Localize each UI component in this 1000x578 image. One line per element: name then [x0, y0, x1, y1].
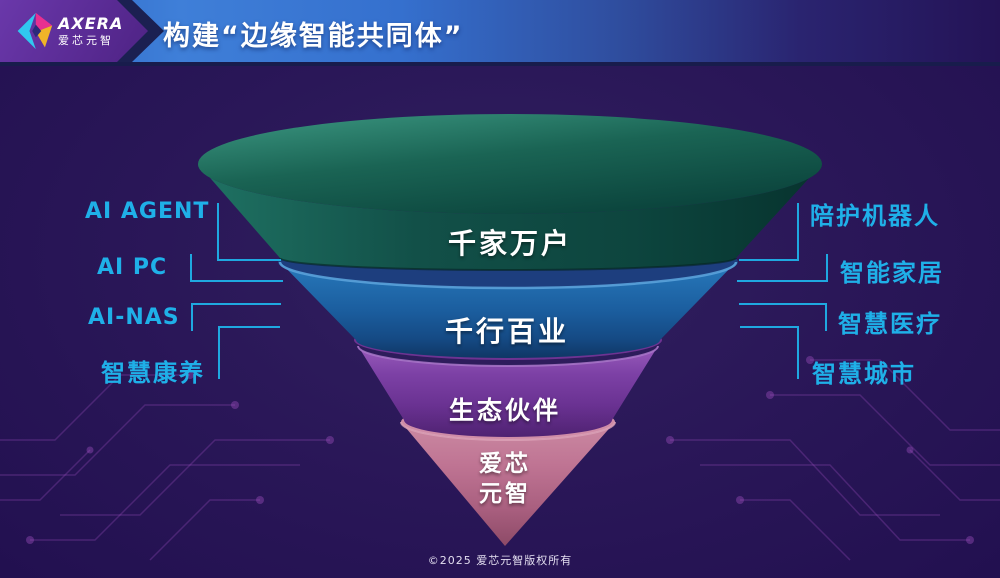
funnel-layer1-skirt	[198, 164, 822, 270]
connector-right-4	[740, 326, 799, 379]
header-underline	[0, 62, 1000, 66]
left-label-ai-agent: AI AGENT	[85, 199, 210, 224]
funnel-layer4-cone	[401, 422, 615, 546]
funnel-layer4-label-line1: 爱芯	[479, 451, 531, 477]
right-label-smart-healthcare: 智慧医疗	[838, 310, 942, 338]
connector-left-4	[218, 326, 280, 379]
funnel-layer4-label-line2: 元智	[479, 481, 531, 507]
funnel-layer1-label: 千家万户	[447, 227, 572, 260]
connector-left-1	[217, 203, 281, 261]
connector-right-1	[739, 203, 799, 261]
connector-right-3	[739, 303, 827, 331]
funnel-layer3-label: 生态伙伴	[448, 396, 561, 425]
axera-logo-icon	[17, 12, 53, 50]
connector-left-3	[191, 303, 281, 331]
logo-panel: AXERA 爱芯元智	[0, 0, 148, 62]
header-title-band	[0, 0, 1000, 62]
connector-right-2	[737, 254, 828, 282]
funnel-layer2-label: 千行百业	[444, 315, 569, 348]
page-title: 构建“边缘智能共同体”	[163, 21, 464, 52]
funnel-layer3-skirt	[358, 346, 658, 437]
funnel-layer4-label: 爱芯 元智	[355, 449, 655, 509]
left-label-ai-pc: AI PC	[97, 255, 168, 280]
right-label-smart-city: 智慧城市	[812, 360, 916, 388]
brand-name: AXERA	[58, 14, 124, 33]
funnel-layer1-top	[198, 114, 822, 214]
connector-lines	[190, 203, 828, 379]
header-bar: AXERA 爱芯元智 构建“边缘智能共同体”	[0, 0, 1000, 66]
left-label-ai-nas: AI-NAS	[88, 305, 180, 330]
brand-name-cn: 爱芯元智	[58, 34, 114, 47]
connector-left-2	[190, 254, 283, 282]
funnel-layer2-skirt	[280, 262, 736, 358]
copyright-text: ©2025 爱芯元智版权所有	[427, 554, 573, 567]
left-label-smart-eldercare: 智慧康养	[101, 359, 205, 387]
right-label-smart-home: 智能家居	[840, 259, 944, 287]
right-label-companion-robot: 陪护机器人	[810, 202, 940, 230]
